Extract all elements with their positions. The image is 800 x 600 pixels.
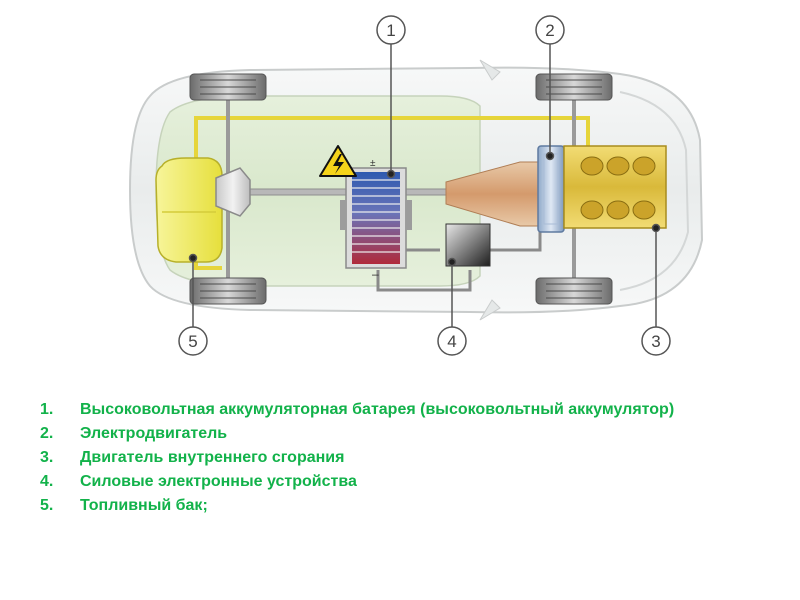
callout-3: 3 [641, 326, 671, 356]
legend-text: Двигатель внутреннего сгорания [80, 449, 345, 466]
callout-1: 1 [376, 15, 406, 45]
legend-number: 4. [40, 473, 54, 490]
callout-2-label: 2 [545, 21, 554, 40]
component-legend: 1. Высоковольтная аккумуляторная батарея… [40, 398, 740, 518]
legend-number: 1. [40, 401, 54, 418]
legend-item: 3. Двигатель внутреннего сгорания [40, 446, 740, 470]
rear-differential [215, 167, 251, 217]
legend-number: 2. [40, 425, 54, 442]
legend-text: Высоковольтная аккумуляторная батарея (в… [80, 401, 675, 418]
hybrid-car-diagram: ± – [128, 15, 704, 356]
wiring-dark [376, 230, 542, 292]
legend-text: Силовые электронные устройства [80, 473, 357, 490]
high-voltage-warning-icon [319, 145, 357, 177]
combustion-engine [563, 145, 667, 229]
callout-5: 5 [178, 326, 208, 356]
driveshaft [239, 188, 451, 196]
callout-4: 4 [437, 326, 467, 356]
legend-item: 4. Силовые электронные устройства [40, 470, 740, 494]
battery-minus-label: – [372, 267, 379, 281]
legend-text: Электродвигатель [80, 425, 228, 442]
legend-item: 2. Электродвигатель [40, 422, 740, 446]
high-voltage-battery: ± – [340, 158, 412, 281]
battery-terminal-label: ± [370, 158, 376, 169]
legend-item: 1. Высоковольтная аккумуляторная батарея… [40, 398, 740, 422]
legend-item: 5. Топливный бак; [40, 494, 740, 518]
fuel-tank [155, 157, 223, 263]
callout-2: 2 [535, 15, 565, 45]
callout-leaders [188, 44, 661, 328]
wheels [189, 73, 613, 305]
legend-text: Топливный бак; [80, 497, 208, 514]
callout-5-label: 5 [188, 332, 197, 351]
callout-3-label: 3 [651, 332, 660, 351]
legend-number: 3. [40, 449, 54, 466]
callout-4-label: 4 [447, 332, 456, 351]
legend-number: 5. [40, 497, 54, 514]
callout-1-label: 1 [386, 21, 395, 40]
